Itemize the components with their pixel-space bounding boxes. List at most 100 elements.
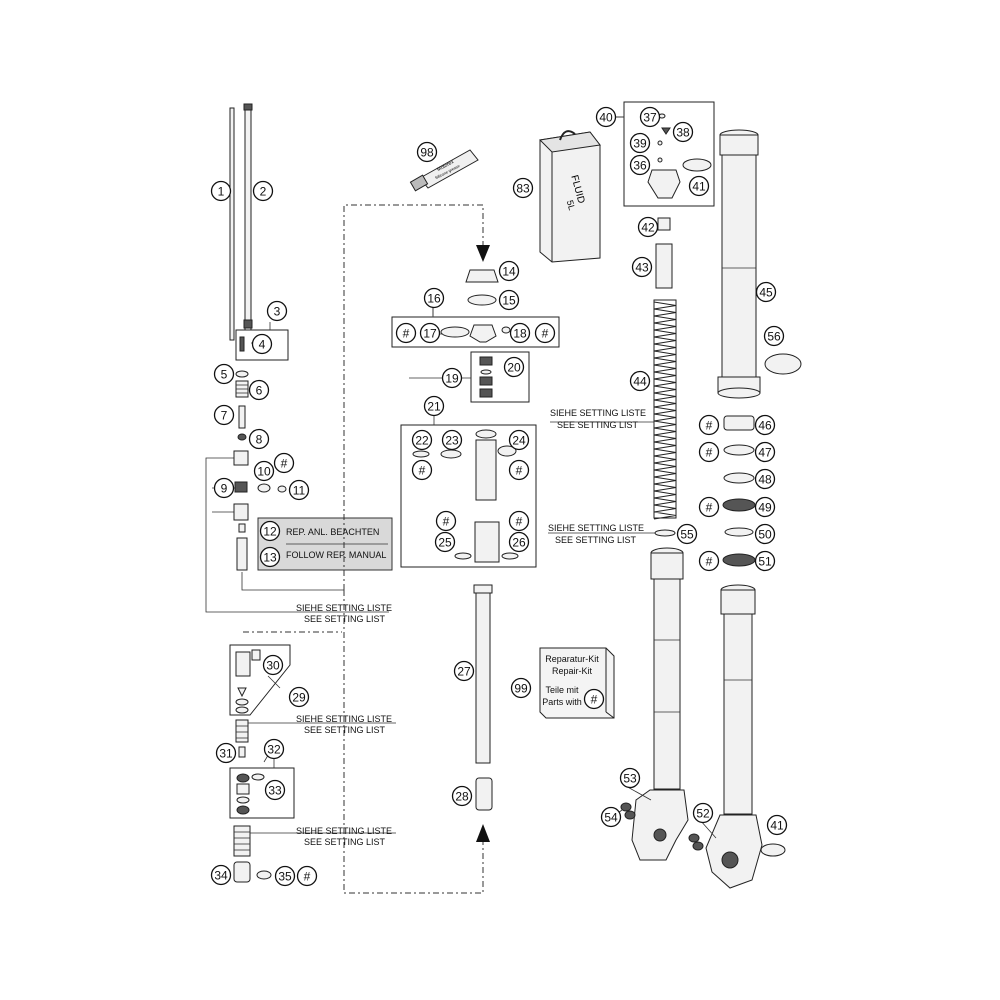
callout-41b-label: 41 [770,819,784,833]
callout-35: 35 [274,865,296,887]
callout-48-label: 48 [758,473,772,487]
callout-22-label: 22 [415,434,429,448]
callout-15: 15 [498,289,520,311]
callout-44-label: 44 [633,375,647,389]
callout-27: 27 [453,660,475,682]
callout-hash-6: # [435,510,457,532]
callout-53-label: 53 [623,772,637,786]
callout-30-label: 30 [266,659,280,673]
pin-part [239,336,245,352]
callout-30: 30 [262,654,284,676]
oring-41b [760,843,786,857]
piston-9a [233,450,249,466]
seal-15 [467,294,497,306]
kit-box-29 [229,644,291,716]
callout-49: 49 [754,496,776,518]
callout-5-label: 5 [221,368,228,382]
callout-39-label: 39 [633,137,647,151]
callout-hash-1: # [273,452,295,474]
bushing-46 [723,415,755,431]
setting-label-de-5: SIEHE SETTING LISTE [548,523,644,533]
callout-33-label: 33 [268,784,282,798]
callout-11: 11 [288,479,310,501]
callout-9: 9 [213,477,235,499]
shim-10 [257,483,271,493]
callout-27-label: 27 [457,665,471,679]
kit-box-40 [623,101,715,207]
callout-hash-9-label: # [706,446,713,460]
callout-hash-4-label: # [419,464,426,478]
callout-22: 22 [411,429,433,451]
arrow-down [476,245,490,262]
setting-label-en-3: SEE SETTING LIST [304,837,386,847]
callout-41b: 41 [766,814,788,836]
callout-hash-5-label: # [516,464,523,478]
callout-10: 10 [253,460,275,482]
callout-38: 38 [672,121,694,143]
cap-14 [465,269,499,283]
callout-52: 52 [692,802,714,824]
callout-50-label: 50 [758,528,772,542]
callout-25-label: 25 [438,536,452,550]
callout-7: 7 [213,404,235,426]
callout-20-label: 20 [507,361,521,375]
repair-kit-box: Reparatur-Kit Repair-Kit Teile mit Parts… [539,647,615,719]
callout-16-label: 16 [427,292,441,306]
damper-tube-27 [475,584,491,764]
callout-99-label: 99 [514,682,528,696]
clip-50 [724,527,754,537]
kit-box-16 [391,316,560,348]
callout-54-label: 54 [604,811,618,825]
callout-5: 5 [213,363,235,385]
callout-8: 8 [248,428,270,450]
callout-14-label: 14 [502,265,516,279]
callout-45-label: 45 [759,286,773,300]
callout-56: 56 [763,325,785,347]
callout-40: 40 [595,106,617,128]
kit-box-19 [470,351,530,403]
callout-4-label: 4 [259,338,266,352]
callout-hash-4: # [411,459,433,481]
callout-18: 18 [509,322,531,344]
callout-29: 29 [288,686,310,708]
part-43 [655,243,673,289]
shim-11 [277,485,287,493]
callout-43: 43 [631,256,653,278]
callout-hash-13: # [583,688,605,710]
callout-24: 24 [508,429,530,451]
callout-98-label: 98 [420,146,434,160]
callout-1: 1 [210,180,232,202]
spring-lower [233,825,251,857]
callout-hash-10-label: # [706,501,713,515]
callout-34-label: 34 [214,869,228,883]
callout-18-label: 18 [513,327,527,341]
inner-tube-right [705,584,763,889]
nut-8 [237,433,247,441]
fluid-volume: 5L [565,199,577,211]
rod-1 [229,107,235,341]
callout-31-label: 31 [219,747,233,761]
kit-box-3 [235,329,289,361]
callout-3-label: 3 [274,305,281,319]
callout-7-label: 7 [221,409,228,423]
arrow-up [476,824,490,842]
callout-3: 3 [266,300,288,322]
setting-label-en-5: SEE SETTING LIST [555,535,637,545]
callout-48: 48 [754,468,776,490]
grease-tube: Motorex Silicone grease [409,149,479,192]
callout-56-label: 56 [767,330,781,344]
callout-2: 2 [252,180,274,202]
callout-hash-11-label: # [706,555,713,569]
callout-28: 28 [451,785,473,807]
setting-label-en-1: SEE SETTING LIST [304,614,386,624]
setting-label-en-2: SEE SETTING LIST [304,725,386,735]
seal-49 [722,498,756,512]
callout-19-label: 19 [445,372,459,386]
callout-hash-3: # [534,322,556,344]
piston-9b [234,481,248,493]
callout-2-label: 2 [260,185,267,199]
setting-label-de-2: SIEHE SETTING LISTE [296,714,392,724]
callout-47: 47 [754,441,776,463]
callout-55-label: 55 [680,528,694,542]
callout-24-label: 24 [512,434,526,448]
